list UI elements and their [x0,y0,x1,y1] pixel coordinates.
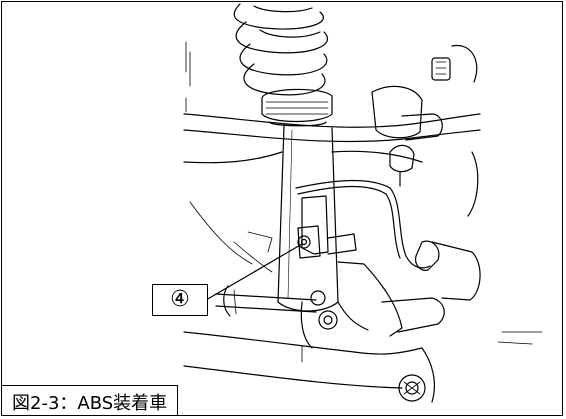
figure-caption: 図2-3：ABS装着車 [2,385,179,415]
tie-rod [215,285,317,317]
upper-right-bracket [371,44,479,217]
strut-body [277,125,339,312]
suspension-strut-illustration [183,3,543,403]
coil-spring [233,3,329,96]
abs-sensor-bracket [297,195,357,259]
part-number-callout: ④ [152,284,208,316]
steering-knuckle [300,241,481,349]
background-hatching [185,41,543,345]
lower-control-arm [183,331,435,403]
callout-leader-line [205,243,303,301]
abs-sensor-wire [295,144,440,271]
